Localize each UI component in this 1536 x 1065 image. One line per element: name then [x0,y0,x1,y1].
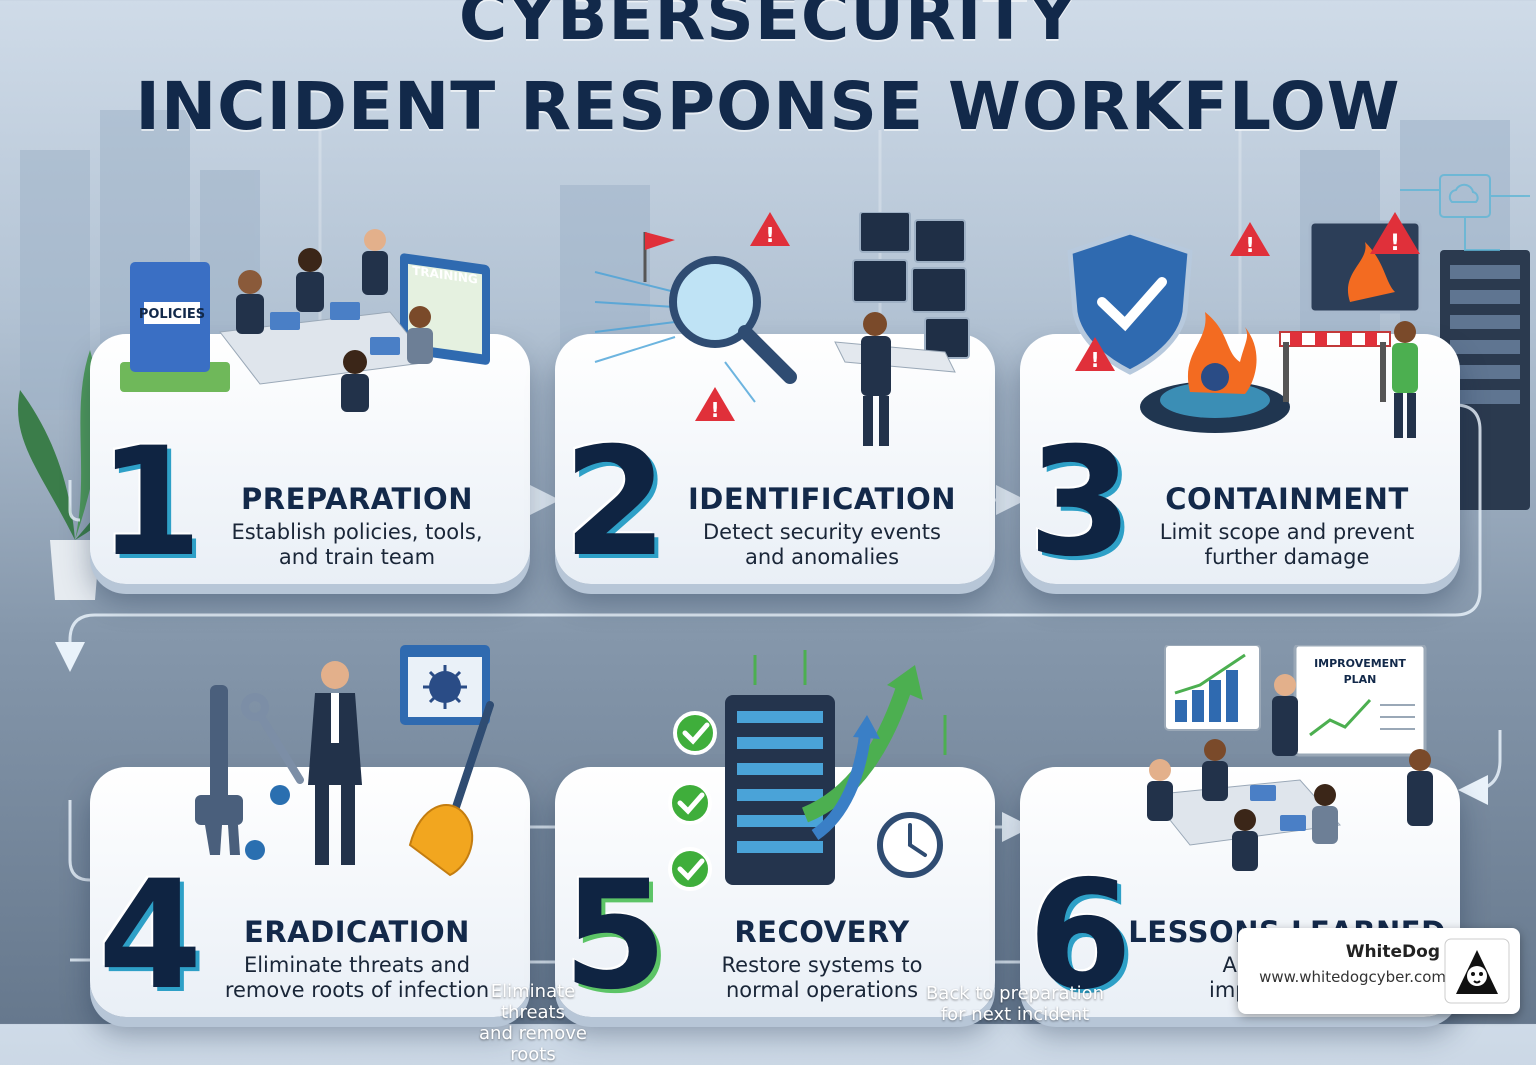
monitor-wall-icon [852,212,970,359]
step-number: 5 [563,849,668,1023]
connector-caption-5-6: Back to preparation for next incident [915,983,1115,1025]
wrench-icon [241,693,304,784]
red-flag-icon [643,232,675,282]
svg-text:!: ! [1390,231,1400,256]
policies-binder-icon: POLICIES [120,262,230,392]
check-circle-icon [668,711,717,891]
step-description-line2: remove roots of infection [224,978,490,1002]
threat-detection-illustration: ! ! [594,212,970,446]
policies-label: POLICIES [139,307,205,322]
clock-icon [877,812,943,878]
connector-caption-line2: for next incident [940,1004,1090,1025]
robotic-arm-icon [195,685,243,855]
step-card-identification[interactable]: ! ! 2 IDENTIFICATION Detect security eve… [555,212,995,584]
step-description-line2: and train team [278,545,436,569]
step-description-line2: and anomalies [744,545,900,569]
step-title: ERADICATION [244,915,470,949]
virus-fire-icon [1140,312,1290,433]
step-number: 4 [98,849,203,1023]
step-number: 2 [563,416,668,590]
step-description-line1: Restore systems to [721,953,923,977]
step-description-line1: Limit scope and prevent [1159,520,1415,544]
step-title: IDENTIFICATION [687,482,957,516]
warning-triangle-icon: ! ! [1075,222,1270,372]
warning-triangle-icon: ! ! [695,212,790,422]
svg-text:!: ! [710,398,719,422]
step-card-eradication[interactable]: 4 ERADICATION Eliminate threats and remo… [90,645,530,1017]
magnifying-glass-icon [669,256,797,384]
step-description-line2: normal operations [725,978,919,1002]
step-card-preparation[interactable]: POLICIES TRAINING 1 PREPARATION Establis… [90,212,530,584]
watermark-url[interactable]: www.whitedogcyber.com [1259,968,1446,986]
virus-screen-icon [400,645,490,725]
barrier-icon [1279,331,1391,402]
bar-chart-board-icon [1164,645,1261,731]
growth-arrow-icon [753,650,947,840]
svg-text:!: ! [1090,348,1099,372]
cloud-network-icon [1400,174,1530,251]
eradication-illustration [195,645,494,877]
step-description-line2: further damage [1204,545,1370,569]
step-description-line1: Establish policies, tools, [231,520,483,544]
step-description-line1: Detect security events [703,520,941,544]
connector-caption-line2: and remove roots [479,1023,587,1065]
server-tower-icon [725,695,835,885]
step-title: PREPARATION [241,482,473,516]
improvement-label: IMPROVEMENT [1314,657,1406,670]
watermark-badge[interactable]: WhiteDog www.whitedogcyber.com [1238,928,1520,1014]
page-title-line1: CYBERSECURITY [458,0,1078,55]
dog-logo-icon [1444,938,1510,1004]
connector-caption-4-5: Eliminate threats and remove roots [458,981,608,1065]
step-card-recovery[interactable]: 5 RECOVERY Restore systems to normal ope… [555,645,995,1017]
step-description-line1: Eliminate threats and [243,953,471,977]
compromised-monitor-icon: ! [1308,212,1422,314]
step-title: CONTAINMENT [1165,482,1409,516]
step-number: 1 [98,416,203,590]
recovery-illustration [668,650,947,891]
connector-caption-line1: Back to preparation [925,983,1105,1004]
plan-label: PLAN [1344,673,1377,686]
step-number: 3 [1028,416,1133,590]
step-number: 6 [1028,849,1133,1023]
step-title: RECOVERY [734,915,910,949]
step-card-containment[interactable]: ! ! ! 3 CONTAINMENT Limit scop [1020,212,1460,584]
card-plate [555,334,995,584]
containment-illustration: ! ! ! [1067,212,1422,438]
page-title-line2: INCIDENT RESPONSE WORKFLOW [135,68,1401,145]
svg-text:!: ! [1245,233,1254,257]
virus-particle-icon [245,785,290,860]
lessons-learned-illustration: IMPROVEMENT PLAN [1147,645,1433,871]
connector-caption-line1: Eliminate threats [490,981,576,1023]
team-training-illustration: POLICIES TRAINING [120,229,490,412]
broom-icon [408,701,494,877]
shield-check-icon [1067,229,1193,375]
svg-text:!: ! [765,223,774,247]
watermark-name: WhiteDog [1345,942,1440,962]
improvement-plan-board-icon: IMPROVEMENT PLAN [1293,645,1427,757]
